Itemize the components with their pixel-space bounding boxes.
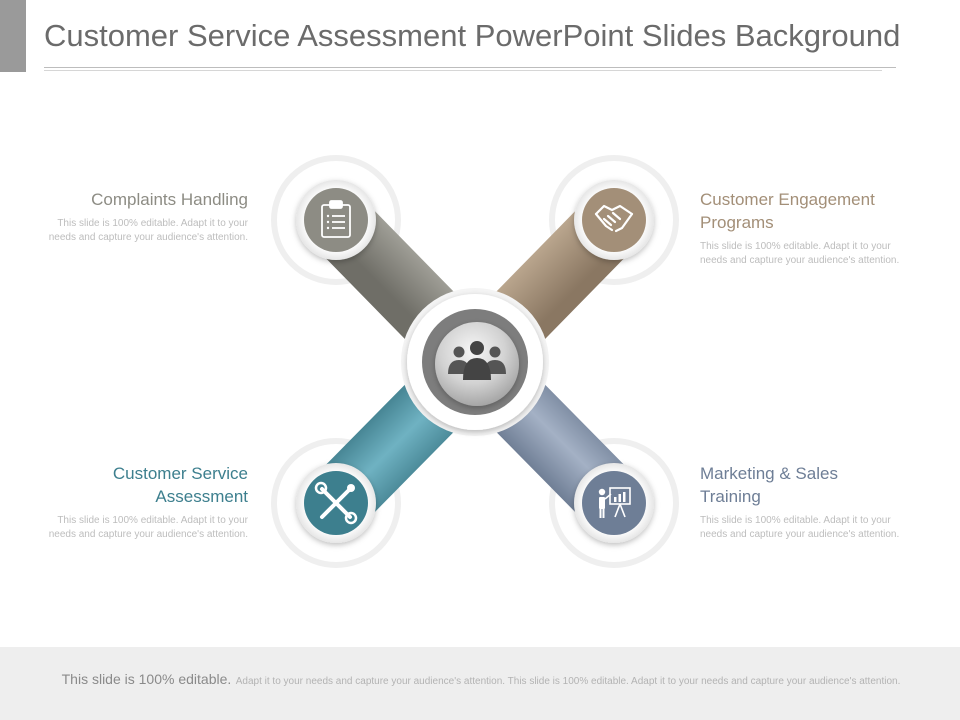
item-complaints-handling: Complaints Handling This slide is 100% e… — [48, 188, 248, 245]
presentation-icon — [598, 487, 631, 518]
item-body: This slide is 100% editable. Adapt it to… — [48, 515, 248, 540]
item-customer-engagement: Customer Engagement Programs This slide … — [700, 188, 900, 268]
item-heading: Complaints Handling — [91, 190, 248, 209]
badge-fill-training — [582, 471, 646, 535]
badge-training — [574, 463, 654, 543]
badge-complaints — [296, 180, 376, 260]
badge-halos — [271, 155, 679, 568]
footer-text: This slide is 100% editable. Adapt it to… — [36, 671, 926, 688]
slide-title: Customer Service Assessment PowerPoint S… — [44, 18, 901, 53]
tools-icon — [314, 481, 358, 525]
footer-lead: This slide is 100% editable. — [61, 671, 232, 687]
clipboard-icon — [321, 200, 351, 238]
item-body: This slide is 100% editable. Adapt it to… — [700, 515, 900, 540]
item-heading: Customer Engagement Programs — [700, 190, 875, 232]
footer-rest: Adapt it to your needs and capture your … — [235, 676, 901, 687]
badge-fill-complaints — [304, 188, 368, 252]
item-body: This slide is 100% editable. Adapt it to… — [48, 218, 248, 243]
title-underline-secondary — [44, 70, 882, 71]
corner-accent-bar — [0, 0, 26, 72]
item-heading: Marketing & Sales Training — [700, 464, 838, 506]
x-diagram — [271, 155, 679, 568]
title-underline — [44, 67, 896, 68]
item-customer-service-assessment: Customer Service Assessment This slide i… — [48, 462, 248, 542]
handshake-icon — [594, 204, 634, 233]
item-body: This slide is 100% editable. Adapt it to… — [700, 241, 900, 266]
item-marketing-sales-training: Marketing & Sales Training This slide is… — [700, 462, 900, 542]
item-heading: Customer Service Assessment — [112, 464, 248, 506]
footer-band: This slide is 100% editable. Adapt it to… — [0, 647, 960, 720]
team-icon — [448, 341, 506, 380]
